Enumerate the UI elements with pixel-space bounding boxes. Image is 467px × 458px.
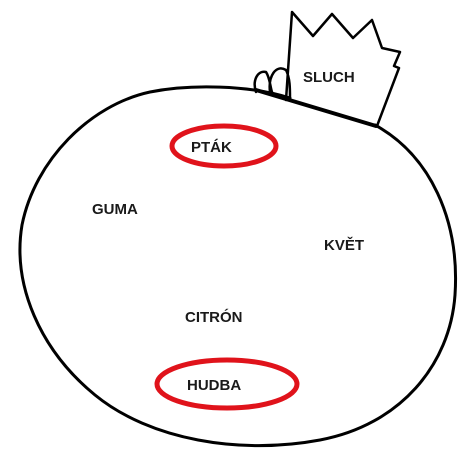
- bag-crown: [284, 10, 402, 128]
- word-ptak: PTÁK: [191, 139, 232, 156]
- bag-bow-loops: [253, 67, 292, 100]
- word-kvet: KVĚT: [324, 236, 364, 254]
- word-hudba: HUDBA: [187, 377, 241, 394]
- word-citron: CITRÓN: [185, 308, 243, 326]
- bag-body: [18, 85, 458, 448]
- bag-tie-line: [254, 88, 378, 128]
- bag-label-sluch: SLUCH: [303, 69, 355, 86]
- word-guma: GUMA: [92, 201, 138, 218]
- hudba-highlight-circle: [154, 357, 300, 411]
- ptak-highlight-circle: [169, 123, 279, 169]
